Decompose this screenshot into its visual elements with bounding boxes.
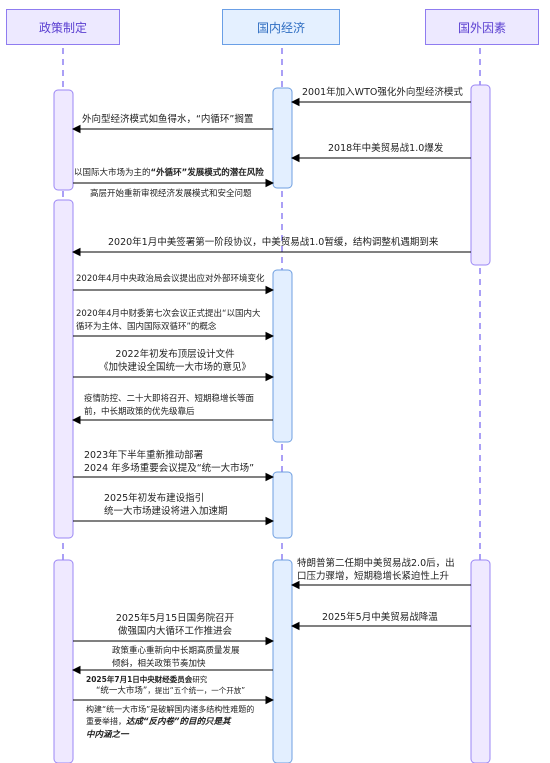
message-m12-line1: 2025年初发布建设指引 xyxy=(104,493,205,504)
message-m18-part4: 中内涵之一 xyxy=(86,730,129,740)
activation-domestic-2 xyxy=(272,269,293,443)
activation-policy-2 xyxy=(53,199,74,539)
message-m2: 外向型经济模式如鱼得水，“内循环”搁置 xyxy=(82,114,254,125)
message-m12: 2025年初发布建设指引 统一大市场建设将进入加速期 xyxy=(104,492,228,518)
message-m16-line1: 政策重心重新向中长期高质量发展 xyxy=(112,646,240,656)
message-m4: 以国际大市场为主的“外循环”发展模式的潜在风险 xyxy=(74,167,264,180)
activation-domestic-3 xyxy=(272,471,293,539)
message-m17-part3: “统一大市场” xyxy=(96,686,148,696)
message-m1: 2001年加入WTO强化外向型经济模式 xyxy=(302,87,463,98)
message-m10-line1: 疫情防控、二十大即将召开、短期稳增长等面 xyxy=(84,394,255,404)
message-m16: 政策重心重新向中长期高质量发展 倾斜，相关政策节奏加快 xyxy=(112,645,240,671)
activation-policy-3 xyxy=(53,559,74,763)
message-m4-part2: “外循环”发展模式的潜在风险 xyxy=(150,168,264,178)
activation-foreign-2 xyxy=(470,559,491,763)
message-m15: 2025年5月15日国务院召开 做强国内大循环工作推进会 xyxy=(82,612,268,638)
message-m4-part1: 以国际大市场为主的 xyxy=(74,168,151,178)
message-m15-line2: 做强国内大循环工作推进会 xyxy=(117,626,232,637)
message-m17-part2: 研究 xyxy=(192,675,208,684)
message-m7: 2020年4月中央政治局会议提出应对外部环境变化 xyxy=(76,274,265,284)
message-m18-part3: 达成“反内卷”的目的只是其 xyxy=(126,717,231,727)
message-m13-line1: 特朗普第二任期中美贸易战2.0后，出 xyxy=(297,558,455,569)
activation-domestic-4 xyxy=(272,559,293,763)
message-m9: 2022年初发布顶层设计文件 《加快建设全国统一大市场的意见》 xyxy=(80,348,270,374)
message-m17: 2025年7月1日中央财经委员会研究 “统一大市场”，提出“五个统一，一个开放” xyxy=(86,674,245,697)
actor-domestic: 国内经济 xyxy=(222,9,340,45)
message-m8-line2: 循环为主体、国内国际双循环”的概念 xyxy=(76,322,217,332)
message-m13-line2: 口压力骤增，短期稳增长紧迫性上升 xyxy=(297,571,450,582)
message-m15-line1: 2025年5月15日国务院召开 xyxy=(115,613,235,624)
message-m18-part2: 重要举措， xyxy=(86,717,126,726)
message-m18: 构建“统一大市场”是破解国内诸多结构性难题的 重要举措，达成“反内卷”的目的只是… xyxy=(86,704,254,742)
message-m18-line1: 构建“统一大市场”是破解国内诸多结构性难题的 xyxy=(86,705,255,714)
message-m16-line2: 倾斜，相关政策节奏加快 xyxy=(112,659,206,669)
message-m11-line1: 2023年下半年重新推动部署 xyxy=(84,450,204,461)
message-m17-part1: 2025年7月1日中央财经委员会 xyxy=(86,675,193,684)
message-m12-line2: 统一大市场建设将进入加速期 xyxy=(104,506,228,517)
message-m10-line2: 前，中长期政策的优先级靠后 xyxy=(84,407,195,417)
message-m11-line2: 2024 年多场重要会议提及“统一大市场” xyxy=(84,463,255,474)
message-m17-part4: ，提出“五个统一，一个开放” xyxy=(147,686,246,695)
activation-domestic-1 xyxy=(272,87,293,189)
message-m5: 高层开始重新审视经济发展模式和安全问题 xyxy=(90,189,252,199)
actor-foreign: 国外因素 xyxy=(425,9,539,45)
message-m8: 2020年4月中财委第七次会议正式提出“以国内大 循环为主体、国内国际双循环”的… xyxy=(76,308,260,334)
message-m3: 2018年中美贸易战1.0爆发 xyxy=(328,143,444,154)
activation-policy-1 xyxy=(53,89,74,191)
message-m11: 2023年下半年重新推动部署 2024 年多场重要会议提及“统一大市场” xyxy=(84,449,254,475)
actor-policy: 政策制定 xyxy=(6,9,120,45)
message-m10: 疫情防控、二十大即将召开、短期稳增长等面 前，中长期政策的优先级靠后 xyxy=(84,393,254,419)
message-m8-line1: 2020年4月中财委第七次会议正式提出“以国内大 xyxy=(76,309,261,319)
message-m9-line1: 2022年初发布顶层设计文件 xyxy=(115,349,235,360)
message-m14: 2025年5月中美贸易战降温 xyxy=(322,612,438,623)
message-m6: 2020年1月中美签署第一阶段协议，中美贸易战1.0暂缓，结构调整机遇期到来 xyxy=(108,237,439,248)
activation-foreign-1 xyxy=(470,84,491,266)
message-m13: 特朗普第二任期中美贸易战2.0后，出 口压力骤增，短期稳增长紧迫性上升 xyxy=(297,557,455,583)
message-m9-line2: 《加快建设全国统一大市场的意见》 xyxy=(98,362,251,373)
